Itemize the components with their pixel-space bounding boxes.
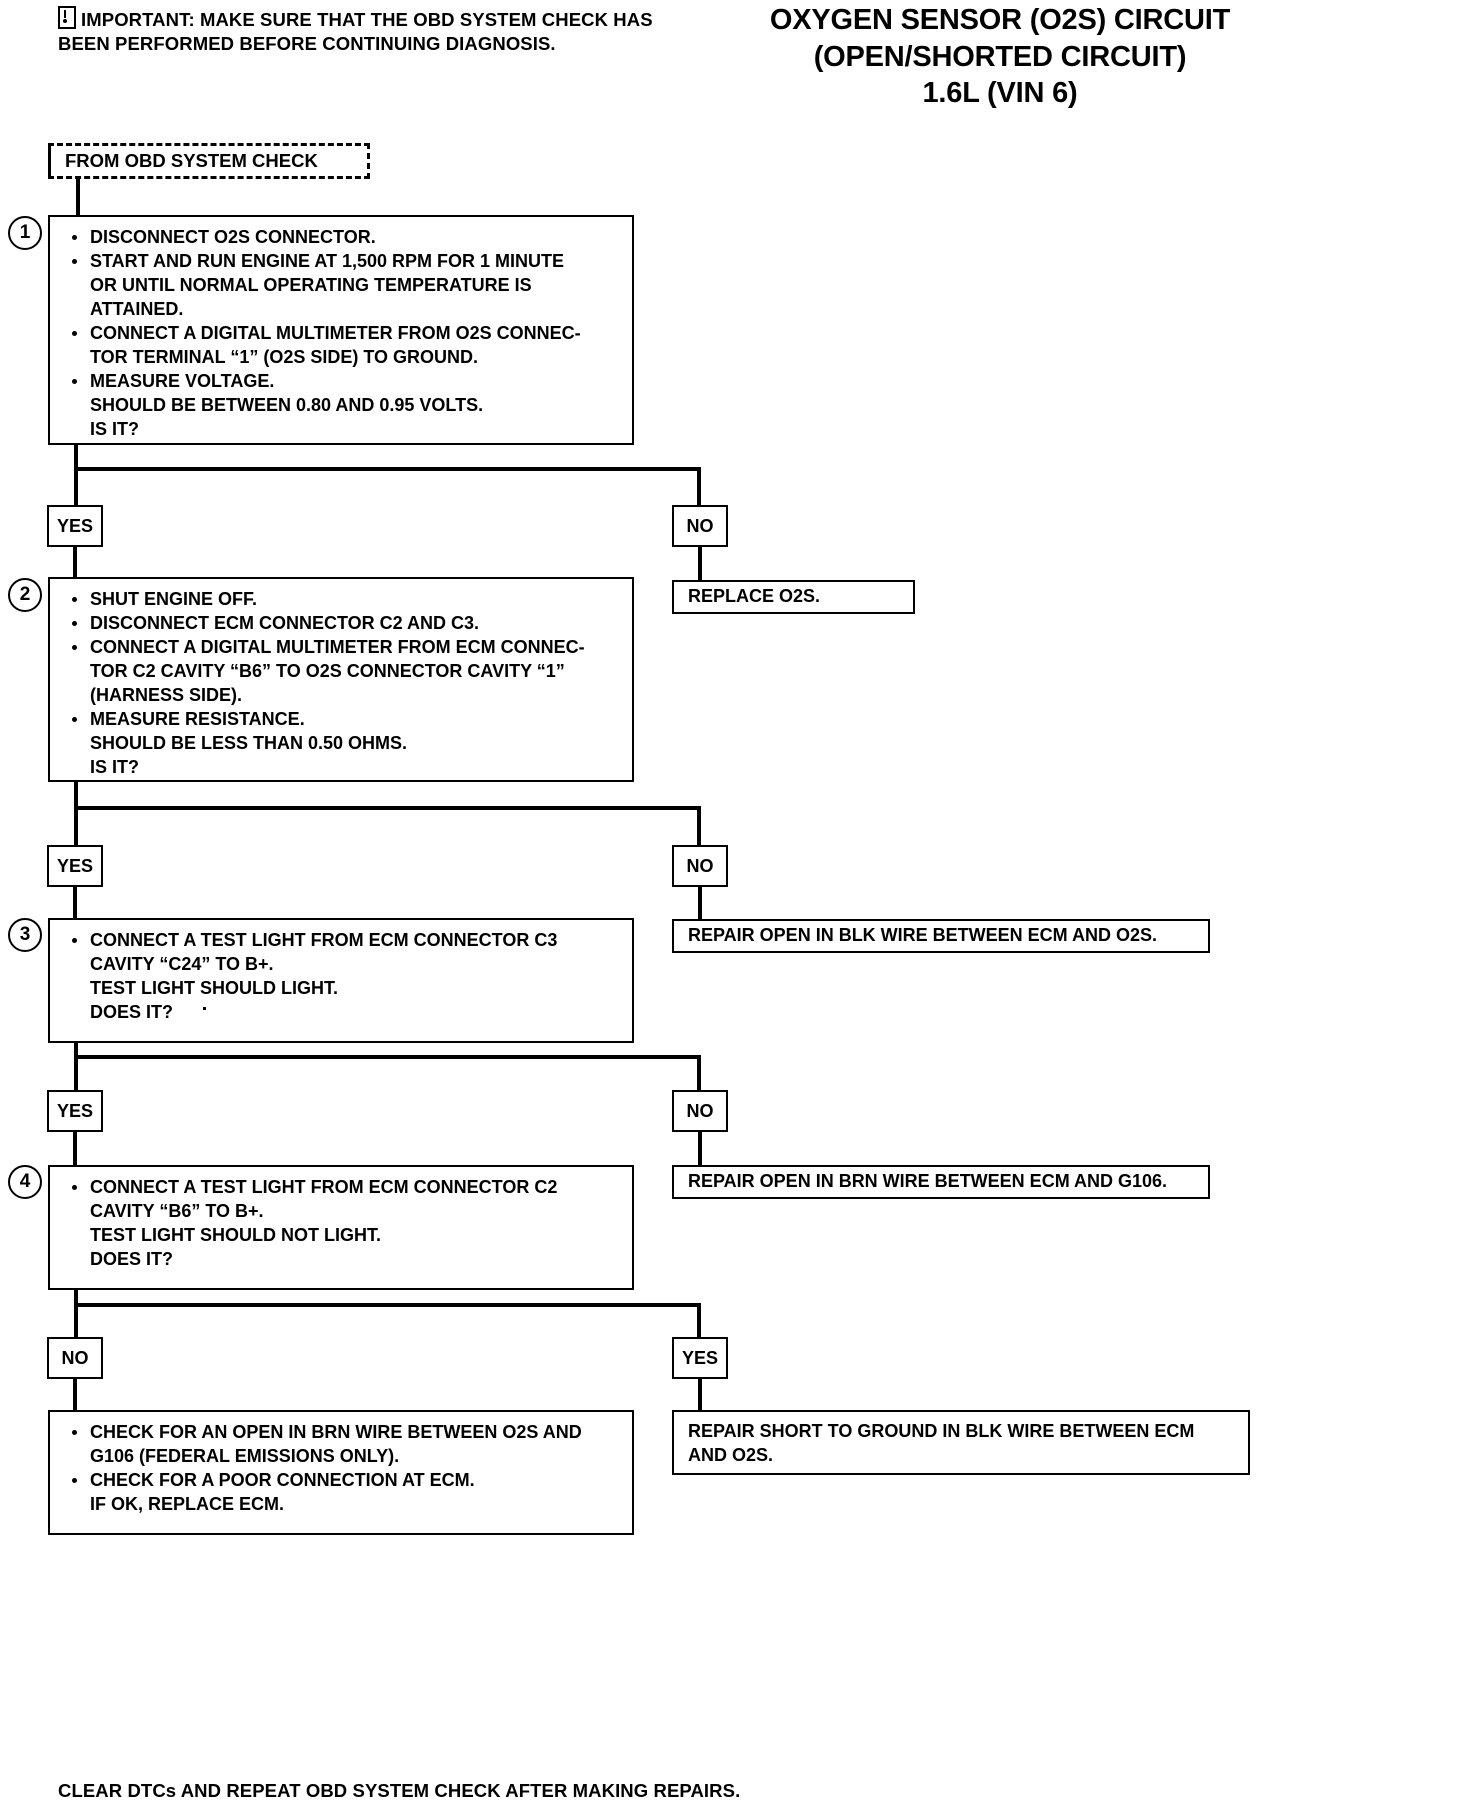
list-item: MEASURE RESISTANCE. SHOULD BE LESS THAN … xyxy=(64,708,622,780)
decision-3-yes: YES xyxy=(47,1090,103,1132)
important-note: IMPORTANT: MAKE SURE THAT THE OBD SYSTEM… xyxy=(58,6,698,55)
step-2-bullet-list: SHUT ENGINE OFF. DISCONNECT ECM CONNECTO… xyxy=(64,588,622,780)
list-item: CHECK FOR AN OPEN IN BRN WIRE BETWEEN O2… xyxy=(64,1421,622,1469)
decision-3-no: NO xyxy=(672,1090,728,1132)
step-box-2: SHUT ENGINE OFF. DISCONNECT ECM CONNECTO… xyxy=(48,577,634,782)
step-number-3-label: 3 xyxy=(19,924,31,945)
page-title: OXYGEN SENSOR (O2S) CIRCUIT (OPEN/SHORTE… xyxy=(700,2,1300,112)
connector-step3-to-no xyxy=(697,1055,701,1091)
list-item: MEASURE VOLTAGE. SHOULD BE BETWEEN 0.80 … xyxy=(64,370,622,442)
connector-step4-down xyxy=(74,1290,78,1340)
decision-1-yes: YES xyxy=(47,505,103,547)
important-note-text: IMPORTANT: MAKE SURE THAT THE OBD SYSTEM… xyxy=(58,9,653,54)
list-item: CONNECT A TEST LIGHT FROM ECM CONNECTOR … xyxy=(64,1176,622,1272)
step-3-bullet-list: CONNECT A TEST LIGHT FROM ECM CONNECTOR … xyxy=(64,929,622,1025)
connector-step3-branch xyxy=(74,1055,701,1059)
connector-step1-down xyxy=(74,445,78,507)
title-line-3: 1.6L (VIN 6) xyxy=(922,77,1078,110)
connector-step4-branch xyxy=(74,1303,701,1307)
decision-2-yes: YES xyxy=(47,845,103,887)
result-box-replace-o2s: REPLACE O2S. xyxy=(672,580,915,614)
connector-step2-branch xyxy=(74,806,701,810)
decision-4-yes: YES xyxy=(672,1337,728,1379)
connector-no3-to-repair-brn xyxy=(698,1132,702,1166)
important-notice-icon xyxy=(58,6,76,29)
decision-4-no: NO xyxy=(47,1337,103,1379)
footer-instruction: CLEAR DTCs AND REPEAT OBD SYSTEM CHECK A… xyxy=(58,1780,741,1801)
connector-step1-branch xyxy=(74,467,701,471)
step-number-2: 2 xyxy=(8,578,42,612)
step-number-3: 3 xyxy=(8,918,42,952)
connector-step1-to-no xyxy=(697,467,701,507)
stray-mark xyxy=(203,1007,206,1010)
connector-no1-to-replace xyxy=(698,547,702,581)
decision-2-no: NO xyxy=(672,845,728,887)
connector-step2-down xyxy=(74,782,78,846)
connector-yes3-to-step4 xyxy=(73,1132,77,1168)
title-line-2: (OPEN/SHORTED CIRCUIT) xyxy=(813,40,1187,73)
step-number-1-label: 1 xyxy=(19,222,31,243)
list-item: SHUT ENGINE OFF. xyxy=(64,588,622,612)
connector-yes2-to-step3 xyxy=(73,887,77,920)
step-1-bullet-list: DISCONNECT O2S CONNECTOR. START AND RUN … xyxy=(64,226,622,441)
list-item: DISCONNECT ECM CONNECTOR C2 AND C3. xyxy=(64,612,622,636)
step-number-4: 4 xyxy=(8,1165,42,1199)
step-number-1: 1 xyxy=(8,216,42,250)
connector-yes1-to-step2 xyxy=(73,547,77,577)
final-action-box: CHECK FOR AN OPEN IN BRN WIRE BETWEEN O2… xyxy=(48,1410,634,1535)
step-box-3: CONNECT A TEST LIGHT FROM ECM CONNECTOR … xyxy=(48,918,634,1043)
entry-box-from-obd-system-check: FROM OBD SYSTEM CHECK xyxy=(48,143,370,179)
connector-no2-to-repair-blk xyxy=(698,887,702,920)
connector-step2-to-no xyxy=(697,806,701,846)
list-item: CHECK FOR A POOR CONNECTION AT ECM. IF O… xyxy=(64,1469,622,1517)
step-box-1: DISCONNECT O2S CONNECTOR. START AND RUN … xyxy=(48,215,634,445)
decision-1-no: NO xyxy=(672,505,728,547)
result-box-repair-open-brn: REPAIR OPEN IN BRN WIRE BETWEEN ECM AND … xyxy=(672,1165,1210,1199)
step-4-bullet-list: CONNECT A TEST LIGHT FROM ECM CONNECTOR … xyxy=(64,1176,622,1272)
step-number-4-label: 4 xyxy=(19,1171,31,1192)
connector-yes4-to-repair-short xyxy=(698,1379,702,1411)
title-line-1: OXYGEN SENSOR (O2S) CIRCUIT xyxy=(769,4,1231,36)
connector-no4-to-final xyxy=(73,1379,77,1411)
list-item: CONNECT A DIGITAL MULTIMETER FROM ECM CO… xyxy=(64,636,622,708)
connector-entry-to-step1 xyxy=(76,179,80,217)
step-number-2-label: 2 xyxy=(19,584,31,605)
result-box-repair-short-to-ground: REPAIR SHORT TO GROUND IN BLK WIRE BETWE… xyxy=(672,1410,1250,1475)
list-item: START AND RUN ENGINE AT 1,500 RPM FOR 1 … xyxy=(64,250,622,322)
list-item: CONNECT A DIGITAL MULTIMETER FROM O2S CO… xyxy=(64,322,622,370)
list-item: CONNECT A TEST LIGHT FROM ECM CONNECTOR … xyxy=(64,929,622,1025)
entry-box-label: FROM OBD SYSTEM CHECK xyxy=(65,150,318,171)
list-item: DISCONNECT O2S CONNECTOR. xyxy=(64,226,622,250)
connector-step4-to-yes xyxy=(697,1303,701,1339)
connector-step3-down xyxy=(74,1043,78,1091)
result-box-repair-open-blk: REPAIR OPEN IN BLK WIRE BETWEEN ECM AND … xyxy=(672,919,1210,953)
step-box-4: CONNECT A TEST LIGHT FROM ECM CONNECTOR … xyxy=(48,1165,634,1290)
final-bullet-list: CHECK FOR AN OPEN IN BRN WIRE BETWEEN O2… xyxy=(64,1421,622,1517)
